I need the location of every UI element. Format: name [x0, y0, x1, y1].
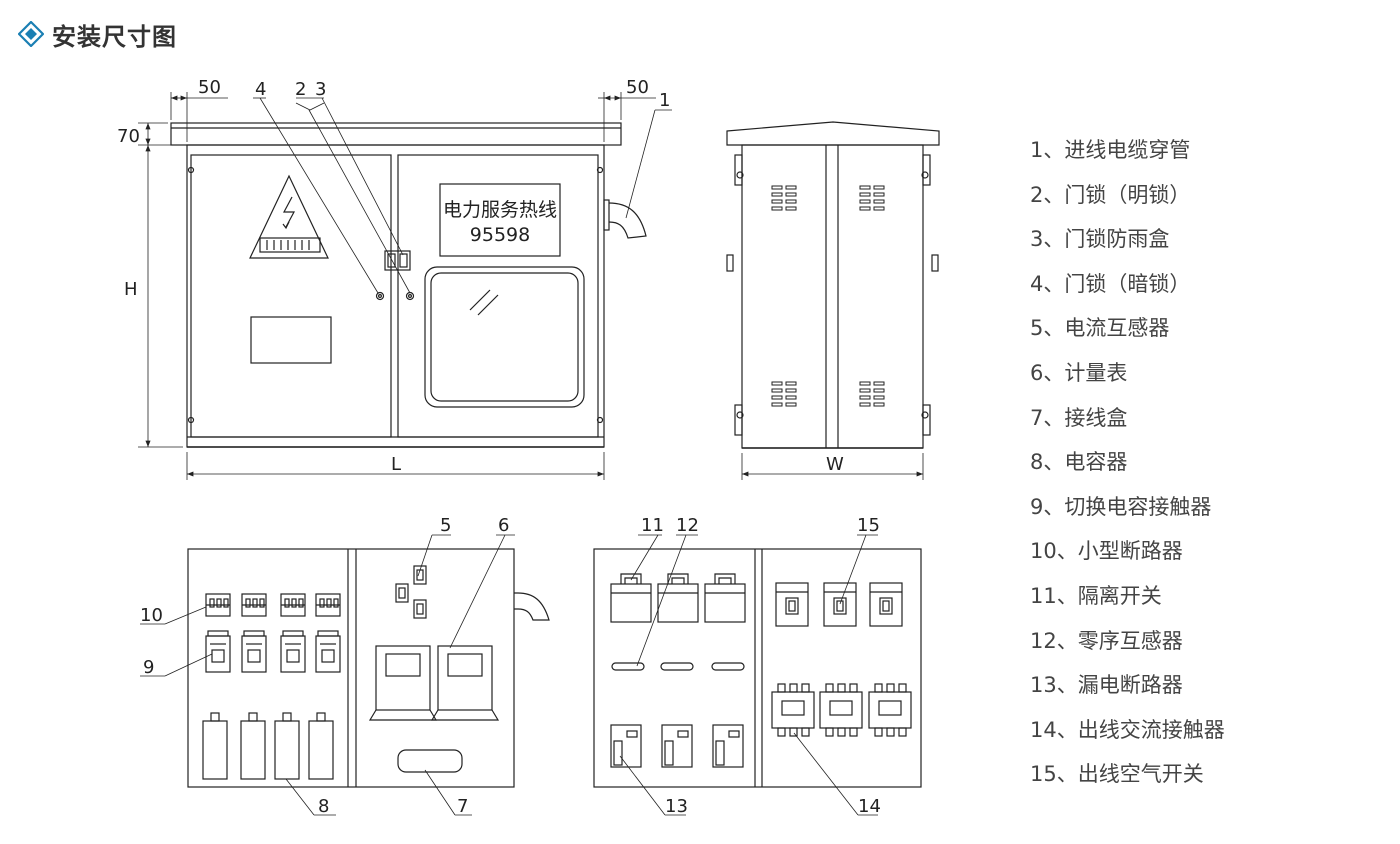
legend-item: 13、漏电断路器: [1030, 673, 1183, 698]
dim-height: H: [124, 279, 138, 300]
ac-contactors: [771, 683, 912, 737]
legend-item: 4、门锁（暗锁）: [1030, 271, 1191, 296]
vent-louvers: [771, 185, 885, 407]
right-door: [397, 154, 599, 438]
dim-length: L: [391, 454, 401, 475]
legend-item: 10、小型断路器: [1030, 539, 1183, 564]
callout-10: 10: [140, 605, 163, 626]
side-roof: [726, 121, 940, 146]
dim-side-offset-left: 50: [198, 77, 221, 98]
callout-7: 7: [457, 796, 468, 817]
callout-9: 9: [143, 657, 154, 678]
callout-8: 8: [318, 796, 329, 817]
legend-item: 6、计量表: [1030, 360, 1128, 385]
interior-right: [593, 534, 922, 816]
dim-roof-height: 70: [117, 126, 140, 147]
interior-left-labels: 5 6 10 9 8 7: [140, 515, 509, 817]
callout-3: 3: [315, 79, 326, 100]
legend-item: 3、门锁防雨盒: [1030, 227, 1170, 252]
legend-item: 2、门锁（明锁）: [1030, 182, 1191, 207]
left-door: [190, 154, 392, 438]
meter-window: [424, 266, 585, 408]
interior-right-labels: 11 12 15 13 14: [641, 515, 881, 817]
service-sign-line2: 95598: [470, 224, 530, 246]
front-roof: [170, 122, 622, 146]
legend-item: 5、电流互感器: [1030, 316, 1170, 341]
capacitors: [202, 712, 334, 780]
lightning-warning-icon: [249, 174, 329, 259]
isolating-switches: [610, 573, 746, 623]
callout-6: 6: [498, 515, 509, 536]
dim-side-offset-right: 50: [626, 77, 649, 98]
legend-item: 11、隔离开关: [1030, 583, 1162, 608]
energy-meters: [368, 645, 500, 721]
junction-box: [397, 749, 463, 773]
callout-2: 2: [295, 79, 306, 100]
callout-13: 13: [665, 796, 688, 817]
capacitor-contactors: [205, 630, 341, 673]
component-legend: 1、进线电缆穿管 2、门锁（明锁） 3、门锁防雨盒 4、门锁（暗锁） 5、电流互…: [1030, 133, 1225, 802]
callout-1: 1: [659, 90, 670, 111]
side-view: [726, 121, 940, 480]
lock-visible: [405, 291, 415, 301]
callout-15: 15: [857, 515, 880, 536]
front-body: [186, 144, 605, 448]
diamond-bullet-icon: [18, 21, 44, 47]
callout-5: 5: [440, 515, 451, 536]
legend-item: 9、切换电容接触器: [1030, 494, 1212, 519]
residual-current-breakers: [610, 724, 744, 768]
legend-item: 15、出线空气开关: [1030, 762, 1204, 787]
legend-item: 14、出线交流接触器: [1030, 717, 1225, 742]
miniature-circuit-breakers: [205, 593, 341, 617]
callout-12: 12: [676, 515, 699, 536]
legend-item: 1、进线电缆穿管: [1030, 138, 1191, 162]
nameplate: [250, 316, 332, 364]
section-title: 安装尺寸图: [52, 22, 177, 51]
callout-4: 4: [255, 79, 266, 100]
service-sign: [439, 183, 561, 257]
legend-item: 12、零序互感器: [1030, 628, 1183, 653]
dim-width: W: [826, 454, 844, 475]
front-view: [138, 92, 672, 480]
interior-left: [140, 534, 550, 816]
zero-sequence-transformers: [611, 662, 745, 671]
air-circuit-breakers: [775, 582, 903, 627]
legend-item: 8、电容器: [1030, 450, 1128, 475]
callout-11: 11: [641, 515, 664, 536]
cable-conduit-interior: [514, 592, 550, 621]
front-view-labels: 50 50 70 H L 4 2 3 1 电力服务热线 95598: [117, 77, 670, 475]
current-transformers: [395, 565, 427, 619]
lock-hidden: [375, 291, 385, 301]
cable-conduit: [603, 199, 647, 239]
section-header: 安装尺寸图: [18, 14, 177, 54]
callout-14: 14: [858, 796, 881, 817]
side-body: [741, 144, 924, 449]
legend-item: 7、接线盒: [1030, 405, 1128, 430]
service-sign-line1: 电力服务热线: [443, 199, 557, 221]
